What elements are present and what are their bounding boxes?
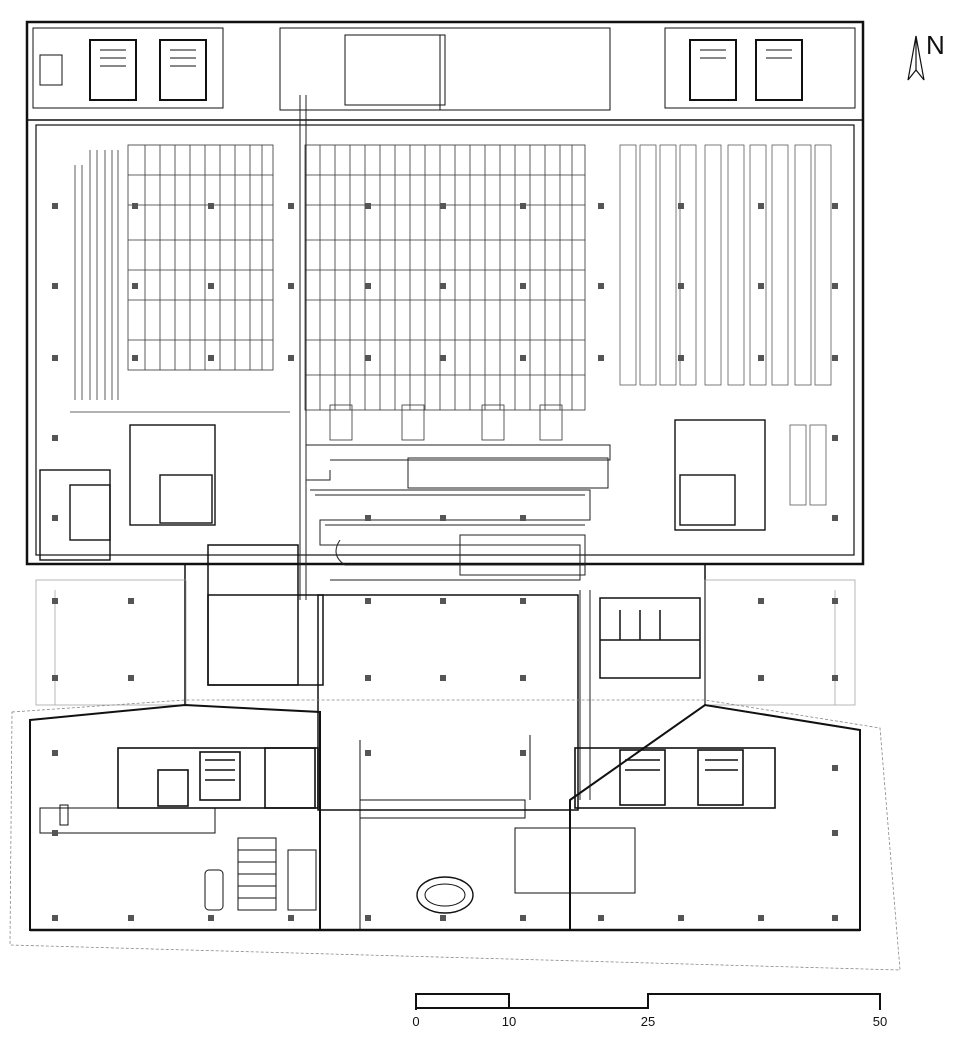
scale-tick-50: 50 [872, 1014, 888, 1029]
north-loading-area [279, 27, 611, 111]
terraces [35, 579, 856, 706]
scale-bar [415, 993, 881, 1010]
scale-tick-10: 10 [501, 1014, 517, 1029]
middle-section [184, 544, 706, 811]
northeast-core [664, 27, 856, 109]
southwest-core [117, 747, 319, 809]
central-storage-racks [304, 144, 586, 441]
west-storage-racks [70, 144, 290, 413]
east-pallet-racks [619, 144, 832, 506]
north-arrow-icon [907, 35, 925, 81]
conveyor-system [299, 95, 611, 800]
south-block-outline [9, 699, 901, 971]
southeast-core [574, 747, 776, 809]
north-label: N [926, 30, 945, 60]
central-cores [39, 419, 766, 561]
scale-tick-25: 25 [640, 1014, 656, 1029]
northwest-core [32, 27, 224, 109]
structural-columns[interactable] [52, 203, 838, 921]
north-block-outline [25, 20, 865, 566]
scale-tick-0: 0 [412, 1014, 420, 1029]
